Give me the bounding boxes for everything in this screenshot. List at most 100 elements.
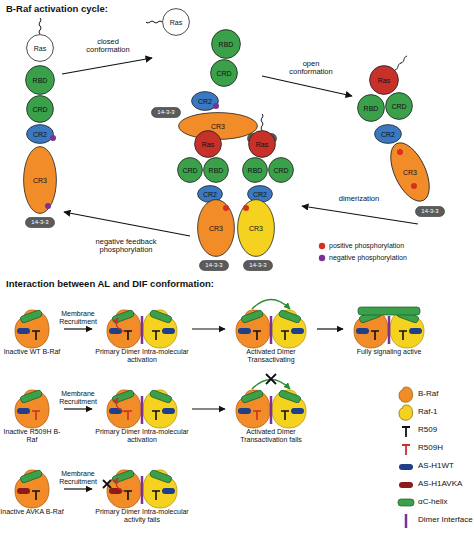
legend-text: AS-H1WT xyxy=(418,462,454,471)
domain-label: CR2 xyxy=(198,98,212,105)
legend-text: Raf-1 xyxy=(418,408,438,417)
ac-helix xyxy=(358,307,420,315)
edge-label: Membrane Recruitment xyxy=(48,310,108,326)
adapter-pill: 14-3-3 xyxy=(25,217,55,228)
swatch-helix xyxy=(398,499,414,506)
braf-monomer xyxy=(236,389,270,428)
legend-text: positive phosphorylation xyxy=(329,242,404,250)
activation-arrow xyxy=(116,398,126,412)
domain-label: RBD xyxy=(248,167,263,174)
domain-label: 14-3-3 xyxy=(421,208,438,214)
dimer-interface xyxy=(141,476,144,504)
swatch-pill xyxy=(399,464,413,470)
activation-arrow xyxy=(116,318,126,332)
phospho-dot xyxy=(243,205,249,211)
raf1-monomer xyxy=(143,469,177,508)
pill-shape xyxy=(152,107,181,117)
legend-swatch xyxy=(398,459,414,475)
dimer-interface xyxy=(388,316,391,344)
membrane-anchor xyxy=(146,21,162,23)
adapter-pill: 14-3-3 xyxy=(199,260,229,271)
legend-swatch xyxy=(398,405,414,421)
domain-label: 14-3-3 xyxy=(205,262,222,268)
phospho-dot xyxy=(397,149,403,155)
domain-shape xyxy=(27,96,54,123)
state-node: Activated Dimer Transactivation fails xyxy=(225,386,317,444)
swatch-mark xyxy=(402,427,410,437)
state-node: Inactive WT B-Raf xyxy=(0,306,64,356)
state-caption: Primary Dimer Intra-molecular activity f… xyxy=(92,508,192,524)
domain-ellipse: CR3 xyxy=(237,199,275,257)
domain-circle: Ras xyxy=(248,130,276,158)
section-title: Interaction between AL and DIF conformat… xyxy=(6,279,426,289)
domain-label: CR2 xyxy=(253,191,267,198)
domain-label: CR3 xyxy=(249,225,263,232)
legend-swatch xyxy=(398,387,414,403)
connector-layer xyxy=(64,329,343,489)
state-node: Fully signaling active xyxy=(343,306,435,356)
state-caption: Inactive R509H B-Raf xyxy=(0,428,64,444)
domain-circle: RBD xyxy=(242,157,268,183)
legend-swatch xyxy=(398,423,414,439)
step-label: closed conformation xyxy=(76,38,140,55)
domain-ellipse: CR3 xyxy=(197,199,235,257)
swatch-lobe xyxy=(399,387,413,402)
domain-shape xyxy=(26,66,55,95)
domain-circle: CRD xyxy=(210,59,238,87)
domain-label: CR3 xyxy=(209,225,223,232)
flow-arrow xyxy=(192,328,225,329)
swatch-lobe xyxy=(399,405,413,420)
domain-label: CRD xyxy=(182,167,197,174)
pill-shape xyxy=(244,260,273,270)
braf-monomer xyxy=(15,469,49,508)
domain-shape xyxy=(375,125,402,144)
pill-shape xyxy=(26,217,55,227)
legend-swatch xyxy=(398,495,414,511)
swatch-dot xyxy=(319,255,325,261)
phospho-dot xyxy=(411,183,417,189)
domain-label: RBD xyxy=(219,41,234,48)
legend-text: Dimer Interface xyxy=(418,516,473,525)
domain-label: CR2 xyxy=(381,131,395,138)
cycle-arrow xyxy=(262,76,352,96)
pill-shape xyxy=(200,260,229,270)
domain-shape xyxy=(383,137,437,207)
domain-shape xyxy=(370,66,399,95)
domain-label: CR2 xyxy=(203,191,217,198)
flow-arrow xyxy=(64,328,92,329)
domain-ellipse: CR2 xyxy=(374,124,402,144)
pill-shape xyxy=(416,206,445,216)
domain-ellipse: CR3 xyxy=(394,140,426,204)
raf1-monomer xyxy=(272,389,306,428)
domain-shape xyxy=(27,125,54,144)
domain-label: 14-3-3 xyxy=(249,262,266,268)
transactivation-arrow xyxy=(252,380,290,390)
phospho-dot xyxy=(50,135,56,141)
legend-swatch xyxy=(318,242,326,250)
domain-circle: Ras xyxy=(194,130,222,158)
raf1-monomer xyxy=(143,309,177,348)
domain-shape xyxy=(195,131,222,158)
edge-label: Membrane Recruitment xyxy=(48,470,108,486)
domain-circle: RBD xyxy=(203,157,229,183)
braf-monomer xyxy=(15,389,49,428)
state-node: Primary Dimer Intra-molecular activation xyxy=(92,386,192,444)
domain-label: Ras xyxy=(378,77,390,84)
legend-swatch xyxy=(398,441,414,457)
domain-shape xyxy=(269,158,294,183)
state-node: Primary Dimer Intra-molecular activity f… xyxy=(92,466,192,524)
legend-swatch xyxy=(318,254,326,262)
state-node: Inactive R509H B-Raf xyxy=(0,386,64,444)
domain-shape xyxy=(198,200,235,257)
legend-text: R509H xyxy=(418,444,443,453)
flow-arrow xyxy=(317,328,343,329)
domain-shape xyxy=(211,60,238,87)
dimer-interface xyxy=(270,396,273,424)
domain-shape xyxy=(358,95,385,122)
domain-label: RBD xyxy=(364,105,379,112)
domain-shape xyxy=(178,158,203,183)
state-caption: Activated Dimer Transactivating xyxy=(225,348,317,364)
step-label: open conformation xyxy=(282,60,340,77)
legend-text: negative phosphorylation xyxy=(329,254,407,262)
